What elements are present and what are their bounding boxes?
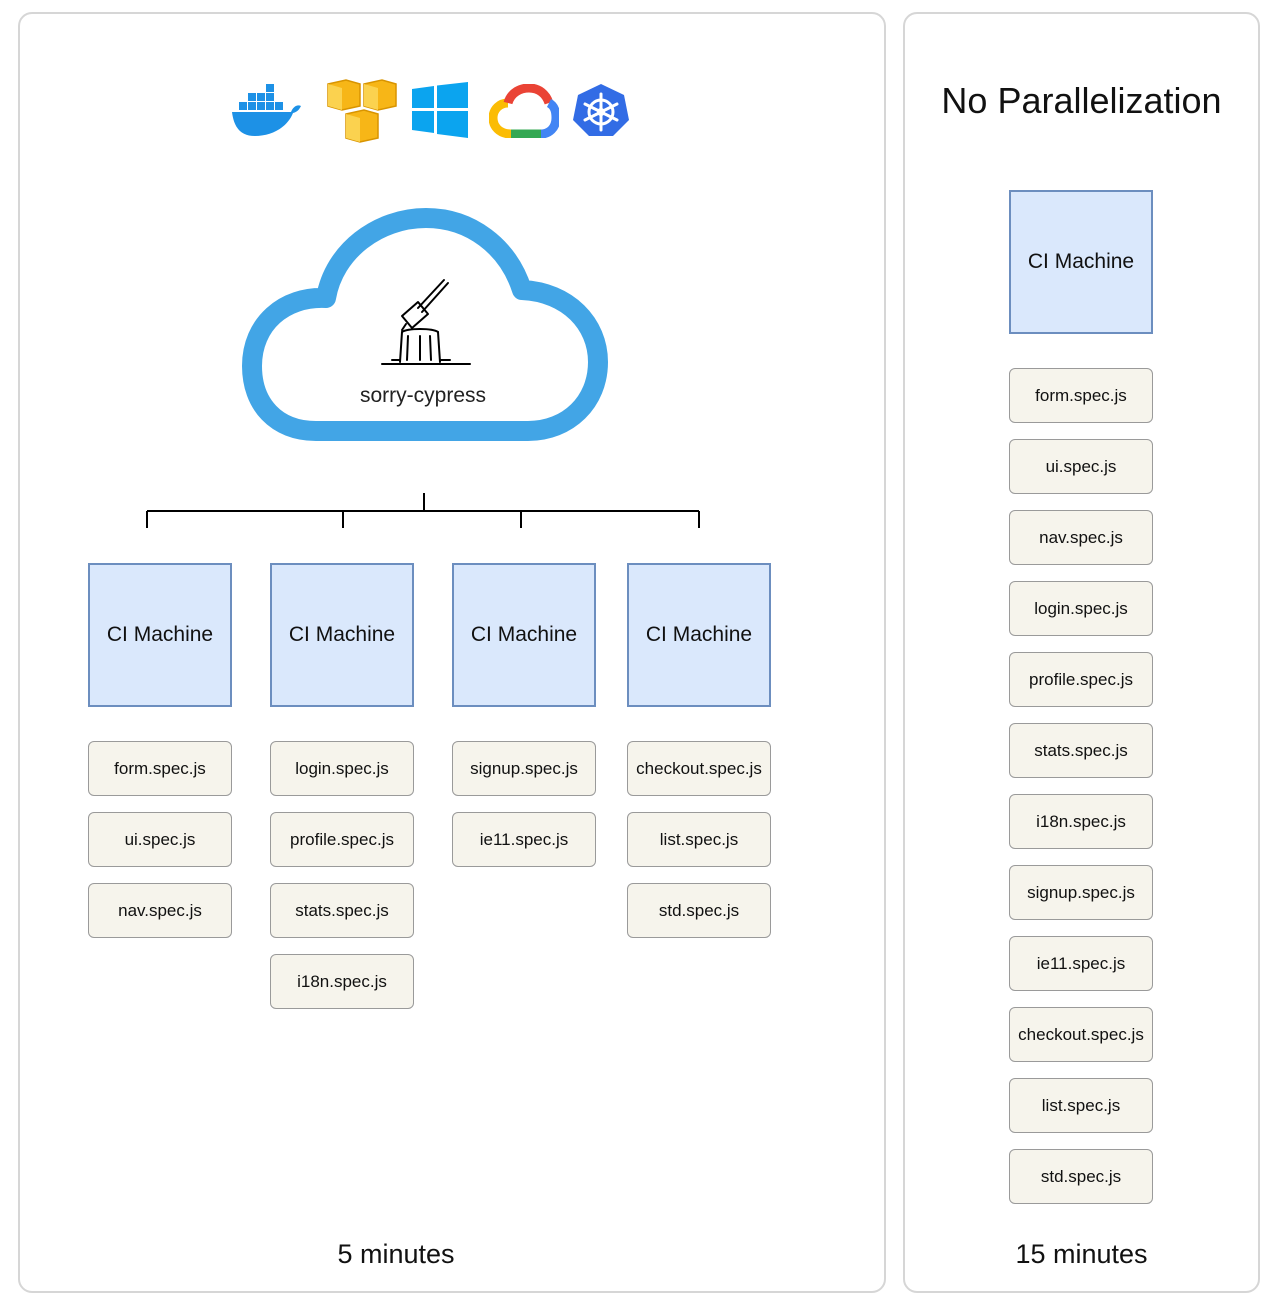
spec-file: signup.spec.js [1009,865,1153,920]
spec-file: form.spec.js [88,741,232,796]
spec-file: profile.spec.js [270,812,414,867]
spec-file: i18n.spec.js [1009,794,1153,849]
spec-file: ui.spec.js [1009,439,1153,494]
spec-file: stats.spec.js [270,883,414,938]
cloud-icon [242,208,608,441]
google-cloud-icon [489,84,559,138]
spec-file: checkout.spec.js [627,741,771,796]
spec-file: list.spec.js [1009,1078,1153,1133]
spec-file: ui.spec.js [88,812,232,867]
ci-machine: CI Machine [1009,190,1153,334]
spec-file: nav.spec.js [88,883,232,938]
windows-icon [412,82,468,138]
spec-file: signup.spec.js [452,741,596,796]
spec-file: checkout.spec.js [1009,1007,1153,1062]
no-parallel-duration: 15 minutes [1015,1239,1148,1269]
ci-machine: CI Machine [88,563,232,707]
aws-icon [327,79,397,143]
docker-icon [232,84,301,136]
spec-file: stats.spec.js [1009,723,1153,778]
no-parallel-title: No Parallelization [941,80,1222,121]
cloud-label: sorry-cypress [359,384,486,407]
spec-file: ie11.spec.js [1009,936,1153,991]
kubernetes-icon [573,84,629,136]
parallel-duration: 5 minutes [337,1239,455,1269]
spec-file: form.spec.js [1009,368,1153,423]
ci-machine: CI Machine [627,563,771,707]
spec-file: login.spec.js [270,741,414,796]
spec-file: std.spec.js [1009,1149,1153,1204]
spec-file: i18n.spec.js [270,954,414,1009]
ci-machine: CI Machine [270,563,414,707]
spec-file: profile.spec.js [1009,652,1153,707]
connector-lines [146,493,700,528]
spec-file: ie11.spec.js [452,812,596,867]
ci-machine: CI Machine [452,563,596,707]
spec-file: login.spec.js [1009,581,1153,636]
spec-file: list.spec.js [627,812,771,867]
spec-file: std.spec.js [627,883,771,938]
spec-file: nav.spec.js [1009,510,1153,565]
axe-stump-icon [381,279,471,365]
